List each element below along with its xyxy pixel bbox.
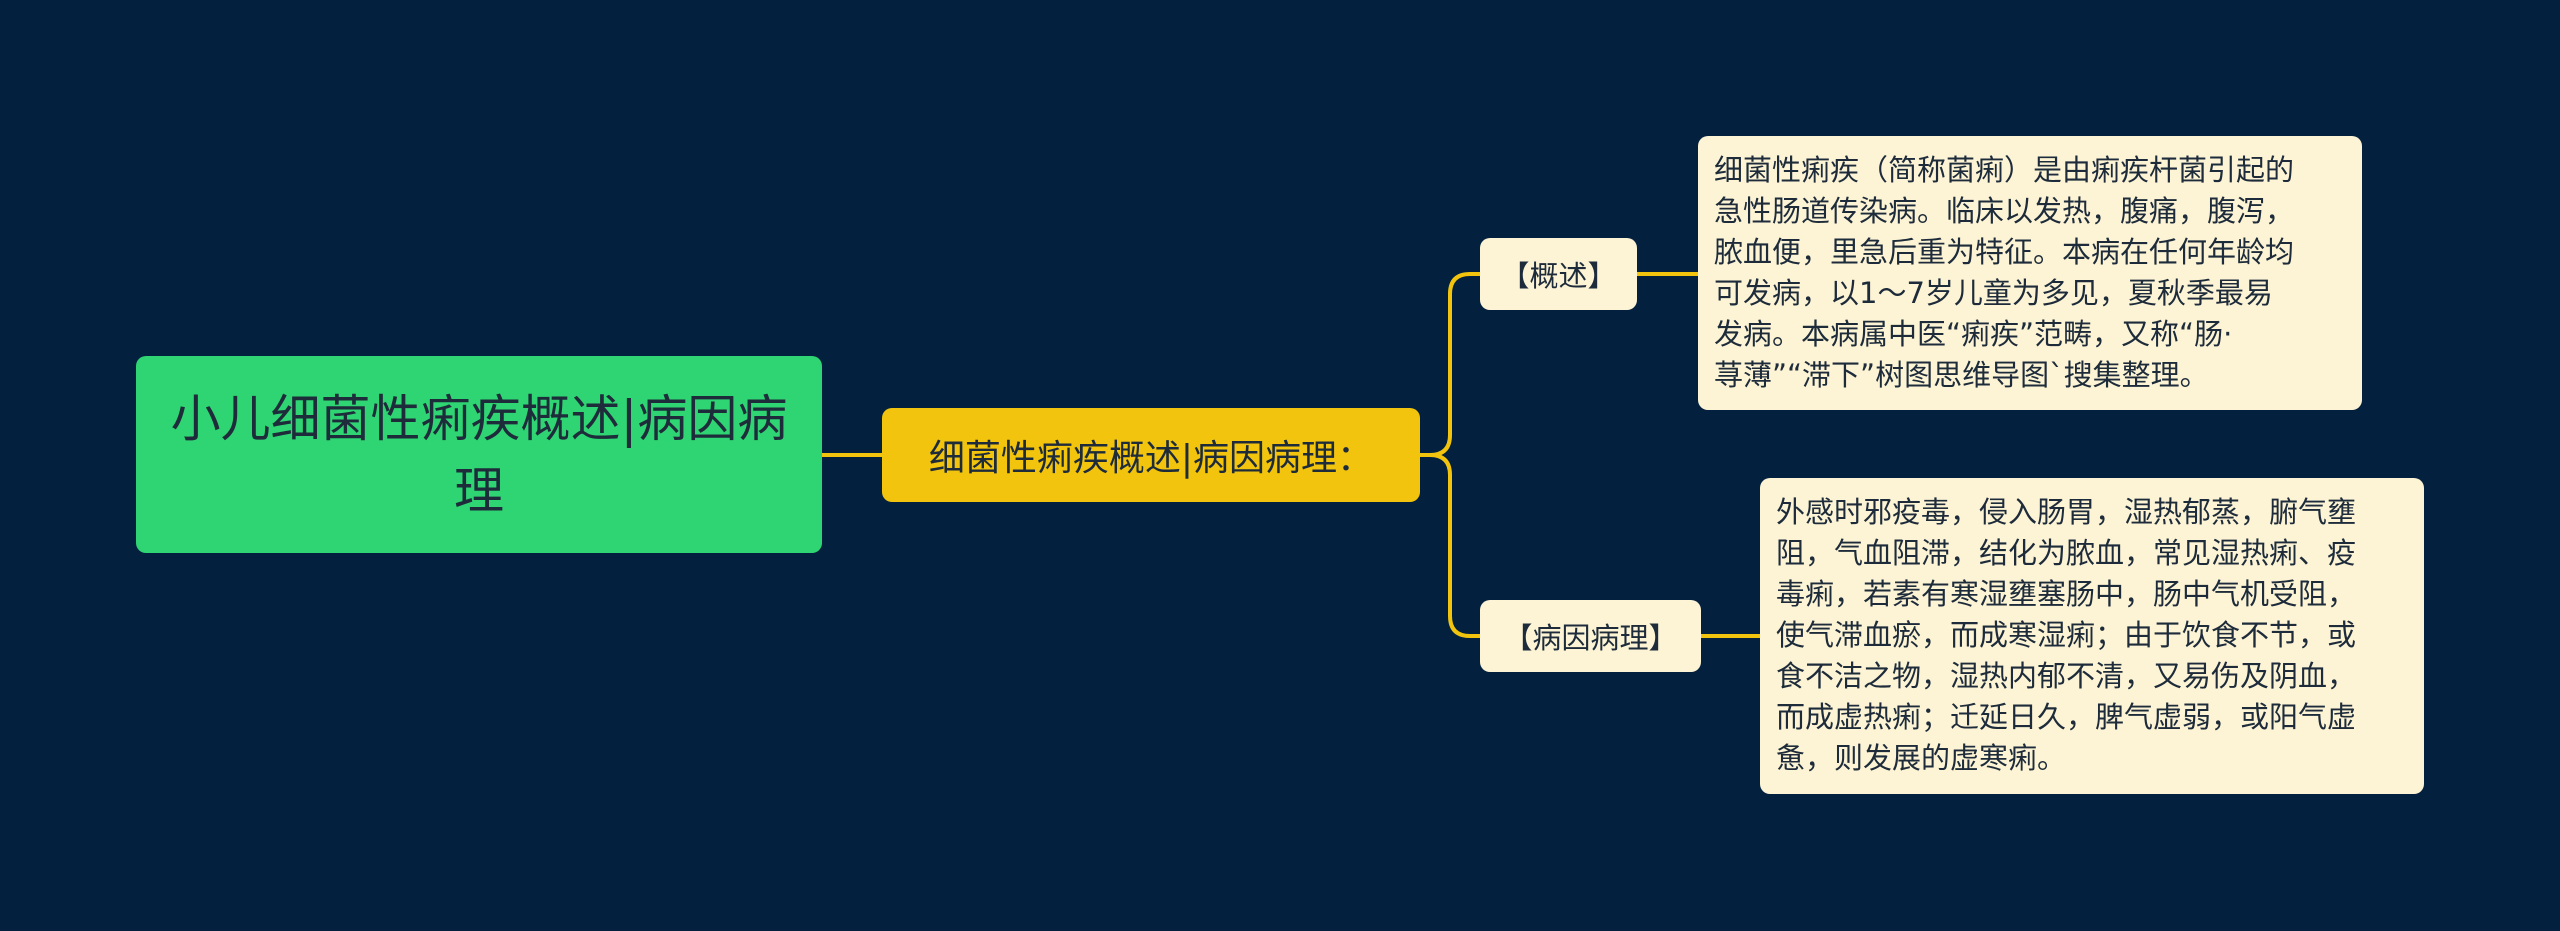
topic-overview-label: 【概述】 [1500,259,1617,293]
branch-topic-text: 细菌性痢疾概述|病因病理： [928,438,1374,479]
root-topic-text: 小儿细菌性痢疾概述|病因病理 [170,389,788,520]
topic-etiology-label: 【病因病理】 [1503,621,1678,655]
topic-etiology-content[interactable]: 外感时邪疫毒，侵入肠胃，湿热郁蒸，腑气壅 阻，气血阻滞，结化为脓血，常见湿热痢、… [1760,478,2424,794]
root-topic[interactable]: 小儿细菌性痢疾概述|病因病理 [136,356,822,553]
topic-overview-content-text: 细菌性痢疾（简称菌痢）是由痢疾杆菌引起的 急性肠道传染病。临床以发热，腹痛，腹泻… [1714,153,2295,392]
connector-branch-to-overview [1420,272,1480,457]
branch-topic[interactable]: 细菌性痢疾概述|病因病理： [882,408,1420,502]
topic-overview[interactable]: 【概述】 [1480,238,1637,310]
topic-etiology[interactable]: 【病因病理】 [1480,600,1701,672]
topic-overview-content[interactable]: 细菌性痢疾（简称菌痢）是由痢疾杆菌引起的 急性肠道传染病。临床以发热，腹痛，腹泻… [1698,136,2362,410]
connector-branch-to-etiology [1429,453,1480,638]
topic-etiology-content-text: 外感时邪疫毒，侵入肠胃，湿热郁蒸，腑气壅 阻，气血阻滞，结化为脓血，常见湿热痢、… [1776,495,2357,775]
